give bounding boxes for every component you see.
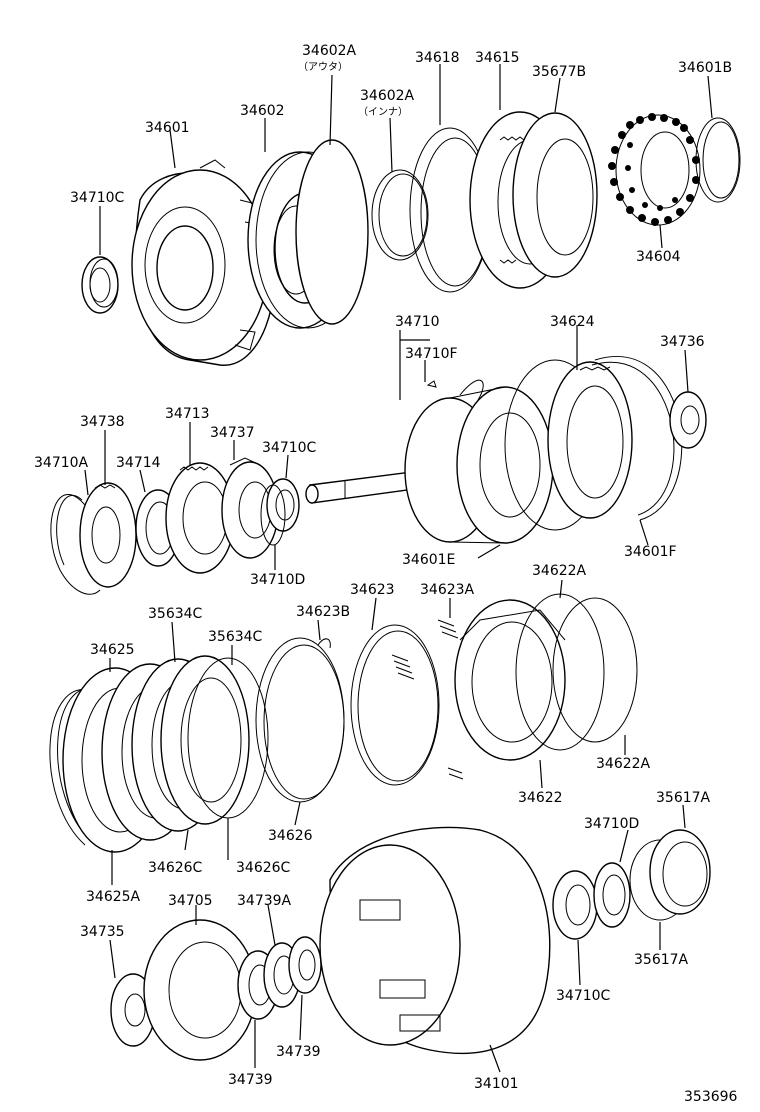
- part-35677B-disc: [512, 112, 598, 278]
- label-35634C-b: 35634C: [208, 629, 263, 645]
- part-34624-ring-gear: [504, 359, 633, 531]
- label-35677B: 35677B: [532, 64, 586, 80]
- label-34710C-bottom: 34710C: [556, 988, 611, 1004]
- part-34713-gear: [165, 462, 235, 574]
- label-34604: 34604: [636, 249, 681, 265]
- label-34739-a: 34739: [276, 1044, 321, 1060]
- label-34623A: 34623A: [420, 582, 475, 598]
- part-34623B-ring: [317, 638, 331, 649]
- part-34739-race: [288, 936, 322, 994]
- label-34625A: 34625A: [86, 889, 141, 905]
- drawing-number: 353696: [684, 1089, 738, 1105]
- label-34623B: 34623B: [296, 604, 350, 620]
- part-labels: 34601 34602 34602A （アウタ） 34602A （インナ） 34…: [34, 43, 738, 1105]
- part-34710D-race-middle: [260, 484, 286, 546]
- part-34710D-race-bottom: [593, 862, 631, 928]
- label-34710C-top: 34710C: [70, 190, 125, 206]
- label-35634C-a: 35634C: [148, 606, 203, 622]
- label-34601F: 34601F: [624, 544, 677, 560]
- part-34710C-washer-bottom: [552, 870, 598, 940]
- part-35617A-rings: [629, 829, 711, 921]
- label-34622A-top: 34622A: [532, 563, 587, 579]
- label-34625: 34625: [90, 642, 135, 658]
- leader-lines: [84, 64, 713, 1073]
- part-34710C-thrust-middle: [266, 478, 300, 532]
- label-35617A-bottom: 35617A: [634, 952, 689, 968]
- part-34101-case: [319, 826, 551, 1055]
- label-34618: 34618: [415, 50, 460, 66]
- label-34713: 34713: [165, 406, 210, 422]
- part-34736-washer: [669, 391, 707, 449]
- label-35617A-top: 35617A: [656, 790, 711, 806]
- part-34710C-washer-top: [81, 256, 119, 314]
- part-34623-ring: [350, 624, 440, 786]
- label-34601: 34601: [145, 120, 190, 136]
- part-34738-hub: [79, 482, 137, 588]
- label-34739-b: 34739: [228, 1072, 273, 1088]
- label-34705: 34705: [168, 893, 213, 909]
- label-34710D-bottom: 34710D: [584, 816, 639, 832]
- label-34623: 34623: [350, 582, 395, 598]
- label-34736: 34736: [660, 334, 705, 350]
- label-34602A-outer: 34602A: [302, 43, 357, 59]
- part-35634C-clutch-plates: [101, 655, 250, 841]
- label-34710C-middle: 34710C: [262, 440, 317, 456]
- label-34626C-b: 34626C: [236, 860, 291, 876]
- part-34623A-springs: [391, 619, 464, 780]
- part-34710F-clip: [426, 379, 484, 401]
- label-34615: 34615: [475, 50, 520, 66]
- label-34737: 34737: [210, 425, 255, 441]
- part-34601E-carrier: [404, 386, 554, 544]
- label-34710: 34710: [395, 314, 440, 330]
- part-34622-piston: [454, 599, 566, 761]
- label-34626: 34626: [268, 828, 313, 844]
- label-34739A: 34739A: [237, 893, 292, 909]
- label-34735: 34735: [80, 924, 125, 940]
- label-34622: 34622: [518, 790, 563, 806]
- label-34710D-middle: 34710D: [250, 572, 305, 588]
- part-34604-spring-set: [608, 113, 701, 226]
- label-34710F: 34710F: [405, 346, 458, 362]
- part-34602A-inner-seal: [371, 169, 429, 261]
- label-34602: 34602: [240, 103, 285, 119]
- label-34601B: 34601B: [678, 60, 732, 76]
- label-34738: 34738: [80, 414, 125, 430]
- label-34714: 34714: [116, 455, 161, 471]
- label-34601E: 34601E: [402, 552, 455, 568]
- label-34602A-inner: 34602A: [360, 88, 415, 104]
- label-34622A-bottom: 34622A: [596, 756, 651, 772]
- label-34624: 34624: [550, 314, 595, 330]
- label-34602A-inner-note: （インナ）: [358, 106, 408, 118]
- label-34626C-a: 34626C: [148, 860, 203, 876]
- part-34602A-outer-seal: [295, 139, 369, 325]
- label-34101: 34101: [474, 1076, 519, 1092]
- part-34601B-snap-ring: [695, 117, 741, 203]
- label-34710A: 34710A: [34, 455, 89, 471]
- part-34626-ring: [255, 637, 345, 803]
- part-34601-drum: [131, 159, 276, 366]
- part-34710A-snap-ring: [50, 494, 101, 595]
- label-34602A-outer-note: （アウタ）: [298, 61, 348, 73]
